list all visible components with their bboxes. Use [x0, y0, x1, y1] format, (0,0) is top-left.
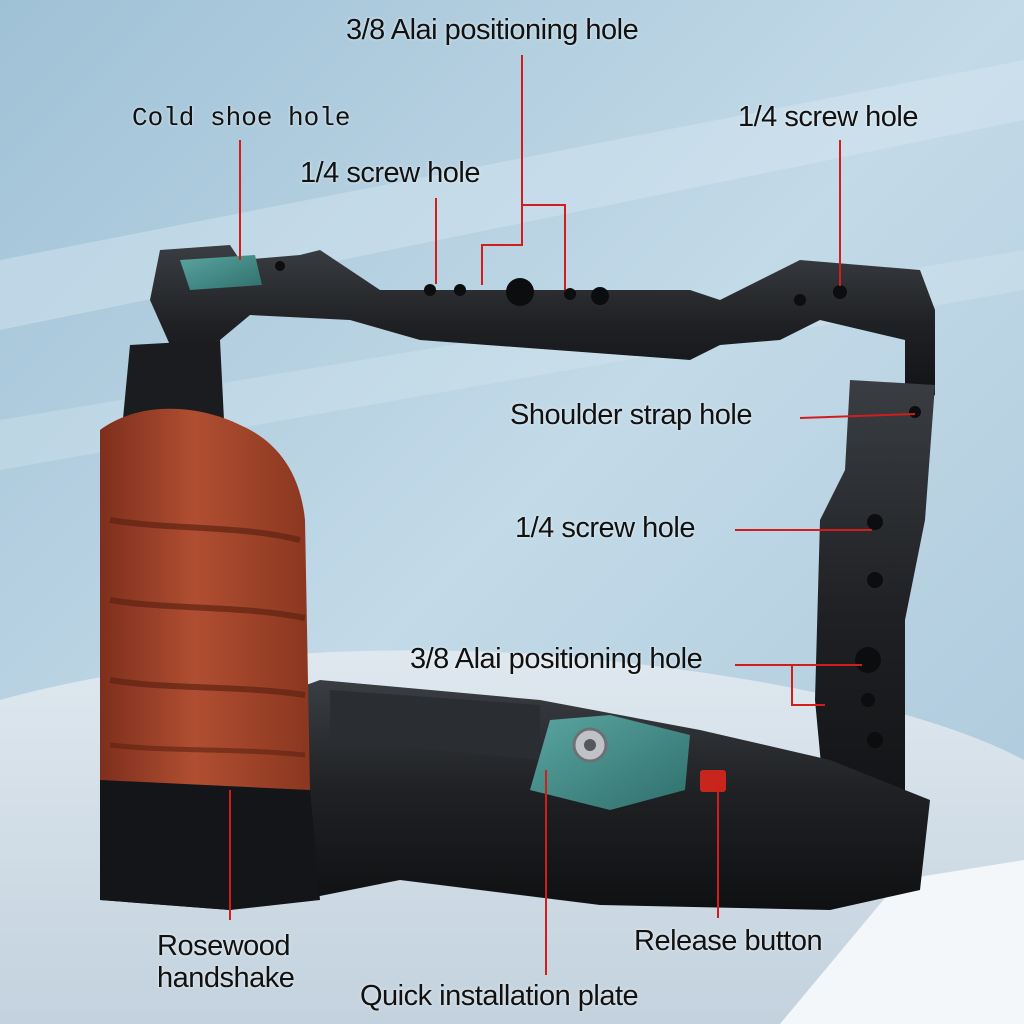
callout-top-positioning-hole: 3/8 Alai positioning hole [346, 14, 639, 46]
callout-rosewood-handshake: Rosewood handshake [157, 930, 295, 994]
callout-side-positioning-hole: 3/8 Alai positioning hole [410, 643, 703, 675]
callout-line-top-positioning [481, 55, 566, 290]
paper [780, 860, 1024, 1024]
camera-cage [100, 245, 935, 910]
callout-lines [229, 55, 916, 975]
callout-shoulder-strap-hole: Shoulder strap hole [510, 399, 753, 431]
callout-top-screw-hole-left: 1/4 screw hole [300, 157, 481, 189]
callout-quick-installation-plate: Quick installation plate [360, 980, 639, 1012]
callout-cold-shoe-hole: Cold shoe hole [132, 103, 351, 133]
callout-line-shoulder-strap [799, 413, 916, 419]
callout-line-side-positioning [735, 664, 862, 706]
callout-release-button: Release button [634, 925, 823, 957]
callout-top-screw-hole-right: 1/4 screw hole [738, 101, 919, 133]
callout-side-screw-hole: 1/4 screw hole [515, 512, 696, 544]
